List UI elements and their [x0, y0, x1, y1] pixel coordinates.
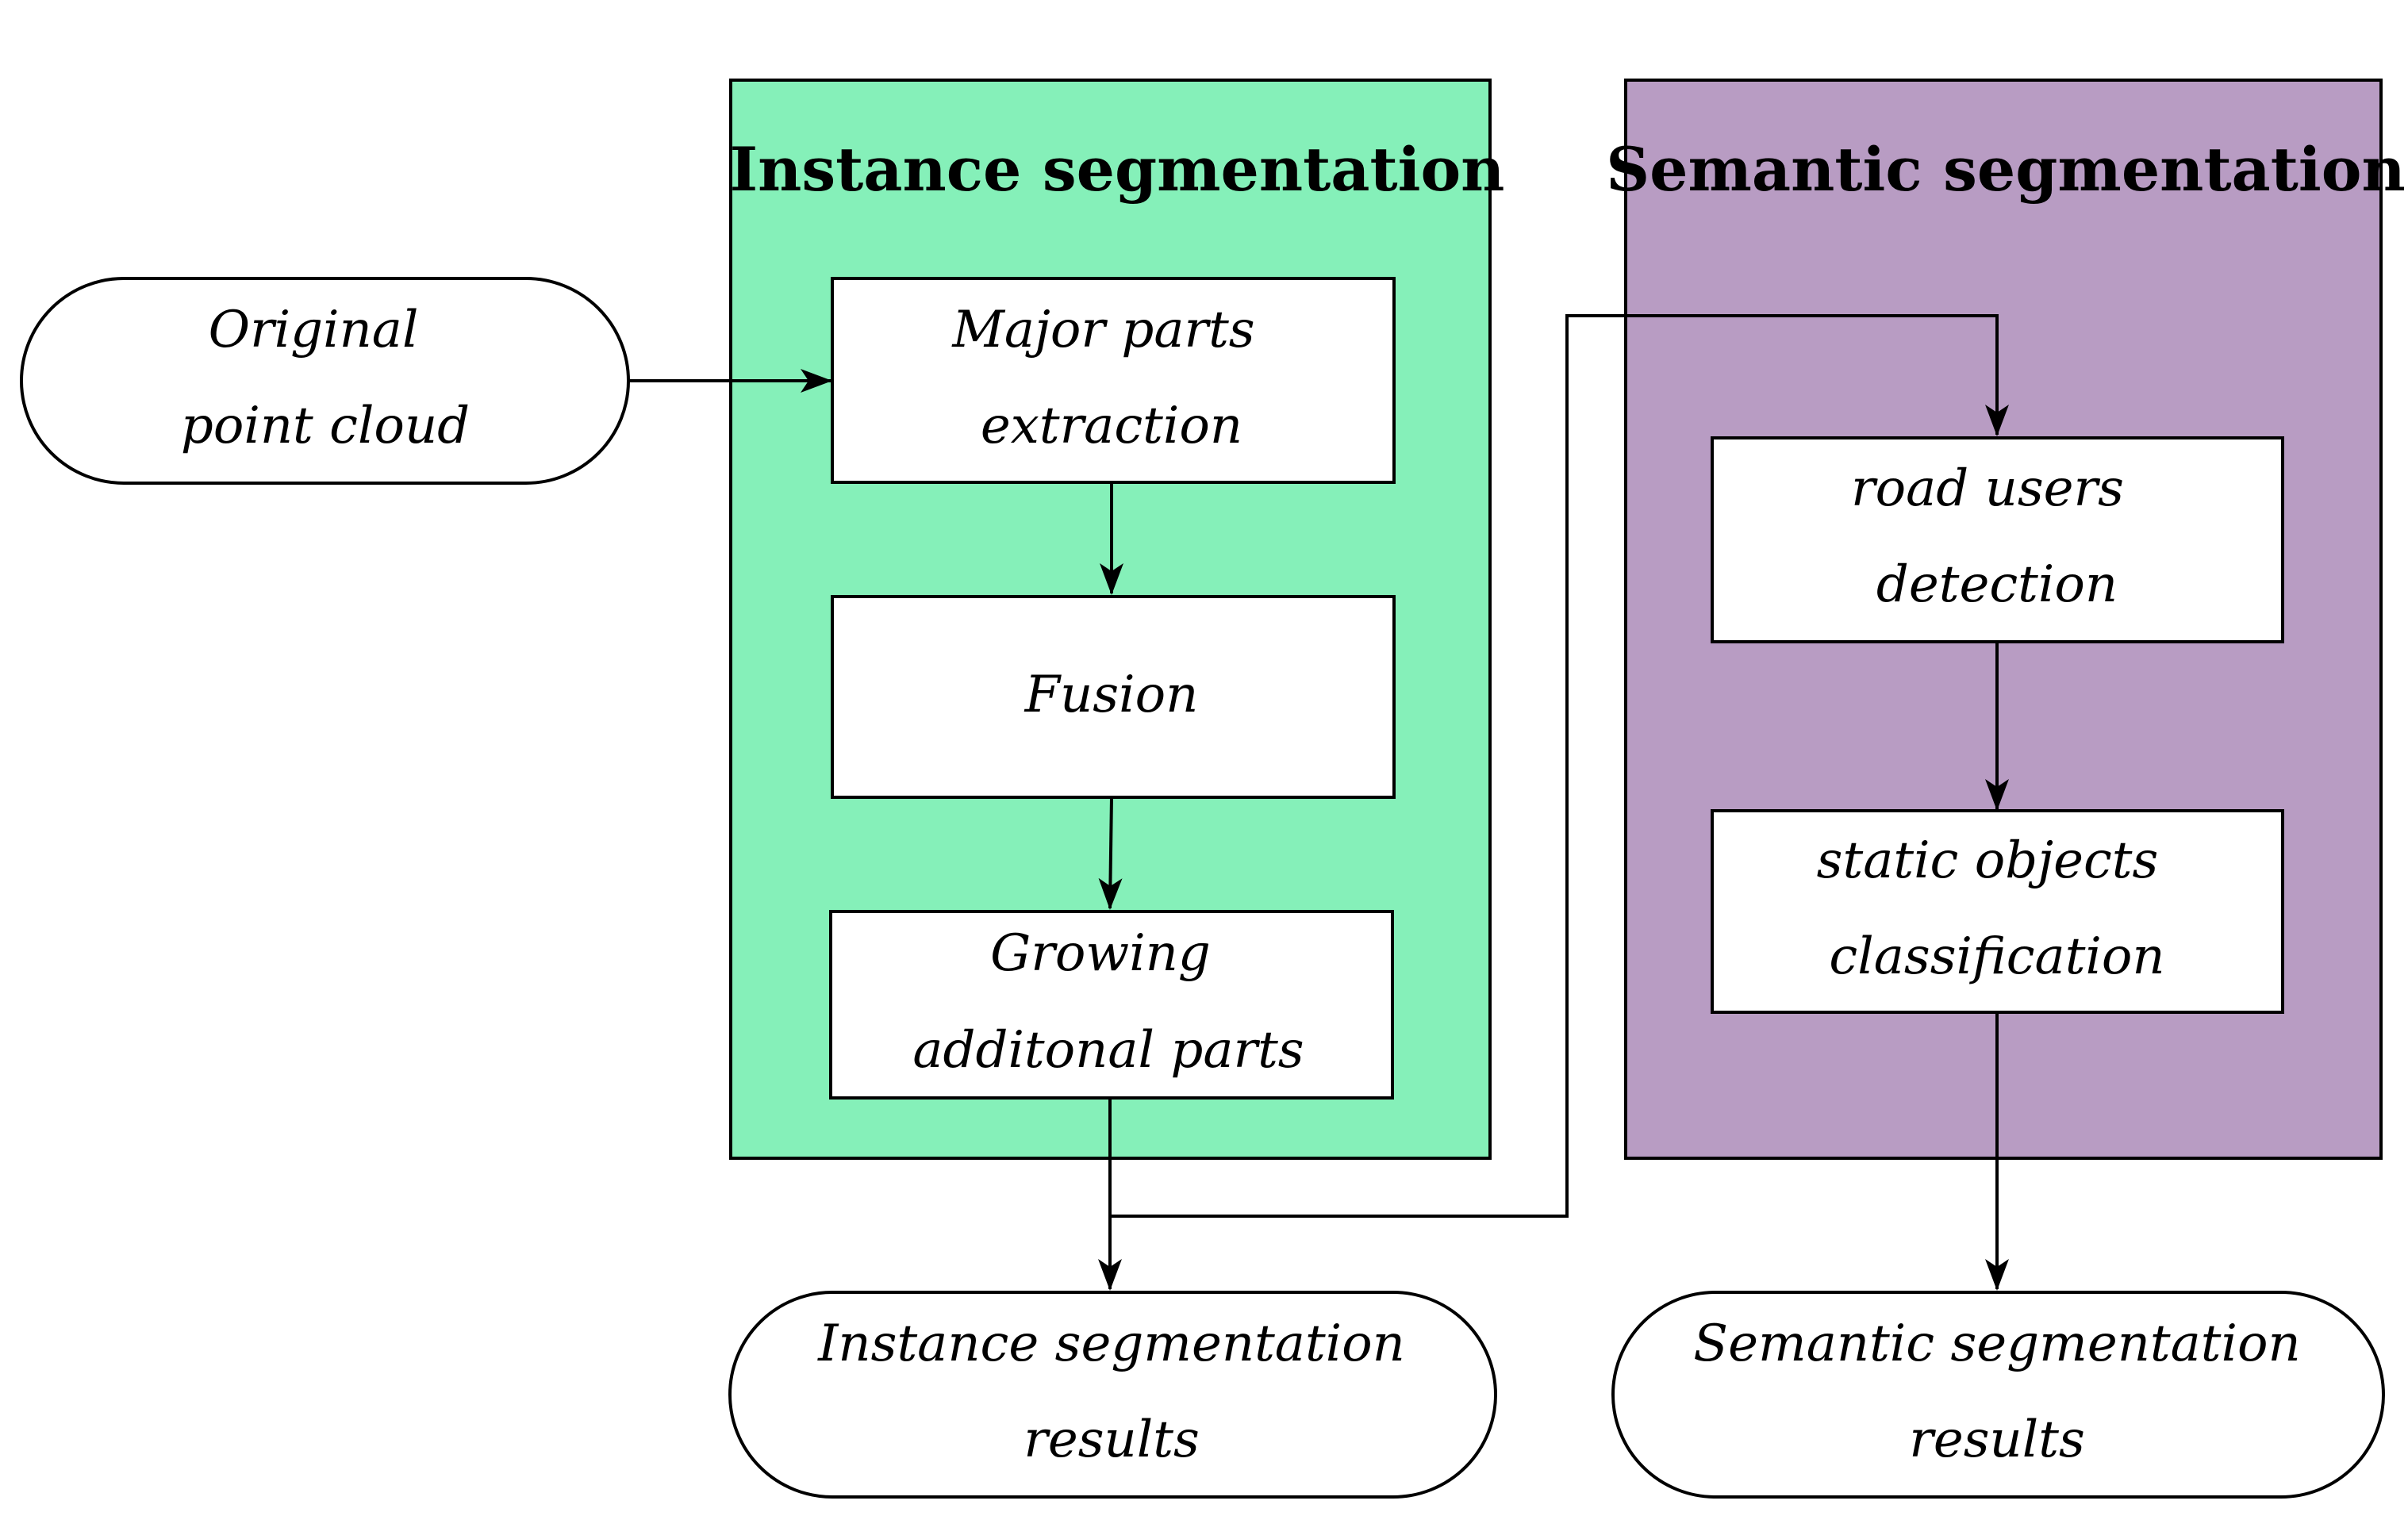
edges: [628, 314, 2009, 1291]
road-users-line2: detection: [1876, 555, 2118, 614]
static-objects-line1: static objects: [1817, 831, 2159, 890]
static-objects-line2: classification: [1829, 927, 2164, 986]
major-parts-line1: Major parts: [951, 301, 1254, 359]
semantic-panel-title: Semantic segmentation: [1606, 134, 2405, 205]
edge-fusion-to-growing: [1098, 796, 1123, 910]
node-semantic-segmentation-results: Semantic segmentation results: [1611, 1291, 2385, 1499]
semantic-results-line2: results: [1909, 1410, 2085, 1469]
fusion-label: Fusion: [1024, 666, 1199, 724]
original-point-cloud-line2: point cloud: [181, 397, 470, 455]
node-road-users-detection: road users detection: [1711, 436, 2284, 643]
node-major-parts-extraction: Major parts extraction: [831, 277, 1396, 484]
node-static-objects-classification: static objects classification: [1711, 809, 2284, 1014]
road-users-line1: road users: [1851, 459, 2124, 518]
original-point-cloud-line1: Original: [209, 301, 419, 359]
node-instance-segmentation-results: Instance segmentation results: [728, 1291, 1497, 1499]
growing-line1: Growing: [990, 924, 1211, 983]
instance-results-line1: Instance segmentation: [817, 1314, 1405, 1373]
instance-results-line2: results: [1023, 1410, 1200, 1469]
edge-growing-to-road-users: [1110, 314, 2009, 1218]
node-fusion: Fusion: [831, 595, 1396, 799]
node-original-point-cloud: Original point cloud: [20, 277, 630, 485]
growing-line2: additonal parts: [912, 1021, 1304, 1080]
semantic-results-line1: Semantic segmentation: [1693, 1314, 2300, 1373]
instance-panel-title: Instance segmentation: [730, 134, 1505, 205]
node-growing-additional-parts: Growing additonal parts: [829, 910, 1394, 1100]
major-parts-line2: extraction: [981, 397, 1242, 455]
